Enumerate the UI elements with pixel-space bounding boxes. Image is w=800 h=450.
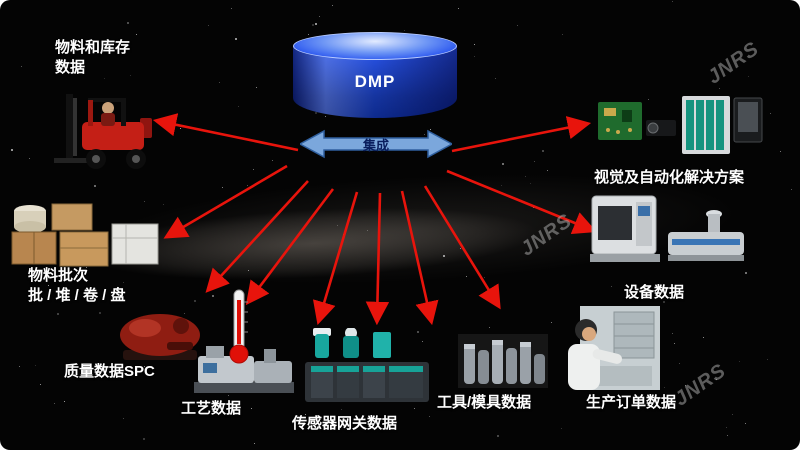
- arrow-to-sensor-gateway: [365, 192, 390, 326]
- forklift-image: [52, 92, 167, 185]
- arrow-to-quality-spc: [205, 180, 309, 293]
- camera-plc-pcb-image: [598, 92, 763, 169]
- arrow-to-production-order: [423, 185, 501, 310]
- arrow-to-vision-automation: [451, 116, 592, 153]
- metal-tools-image: [458, 328, 548, 395]
- label-tool-mold: 工具/模具数据: [437, 394, 532, 411]
- arrow-to-tool-mold: [400, 190, 439, 326]
- arrow-to-sensor-left: [312, 191, 359, 325]
- integration-label: 集成: [362, 138, 389, 153]
- label-material-inventory: 物料和库存 数据: [55, 38, 130, 79]
- label-material-batch-line2: 批 / 堆 / 卷 / 盘: [28, 287, 126, 305]
- dmp-label: DMP: [354, 72, 396, 91]
- arrow-to-material-inventory: [152, 113, 299, 152]
- label-vision-automation: 视觉及自动化解决方案: [594, 169, 745, 186]
- label-sensor-gateway: 传感器网关数据: [292, 415, 398, 432]
- industrial-machines-image: [588, 192, 748, 287]
- sensors-gateway-image: [303, 327, 431, 415]
- label-equipment: 设备数据: [624, 284, 685, 301]
- arrow-to-process: [245, 188, 335, 306]
- label-quality-spc: 质量数据SPC: [64, 363, 155, 380]
- label-material-batch: 物料批次 批 / 堆 / 卷 / 盘: [28, 266, 126, 307]
- label-material-inventory-line1: 物料和库存: [55, 39, 131, 56]
- thermometer-image: [228, 288, 250, 371]
- dmp-cylinder-top: [293, 32, 457, 60]
- label-material-batch-line1: 物料批次: [28, 267, 89, 284]
- label-material-inventory-line2: 数据: [55, 59, 86, 77]
- packing-boxes-image: [8, 198, 163, 275]
- arrow-to-material-batch: [163, 164, 288, 239]
- operator-at-machine-image: [552, 306, 662, 399]
- red-grinder-machine-image: [115, 306, 205, 371]
- label-process: 工艺数据: [181, 400, 242, 417]
- label-production-order: 生产订单数据: [586, 394, 677, 411]
- arrow-to-equipment: [446, 169, 597, 234]
- dmp-cylinder: DMP: [293, 32, 457, 118]
